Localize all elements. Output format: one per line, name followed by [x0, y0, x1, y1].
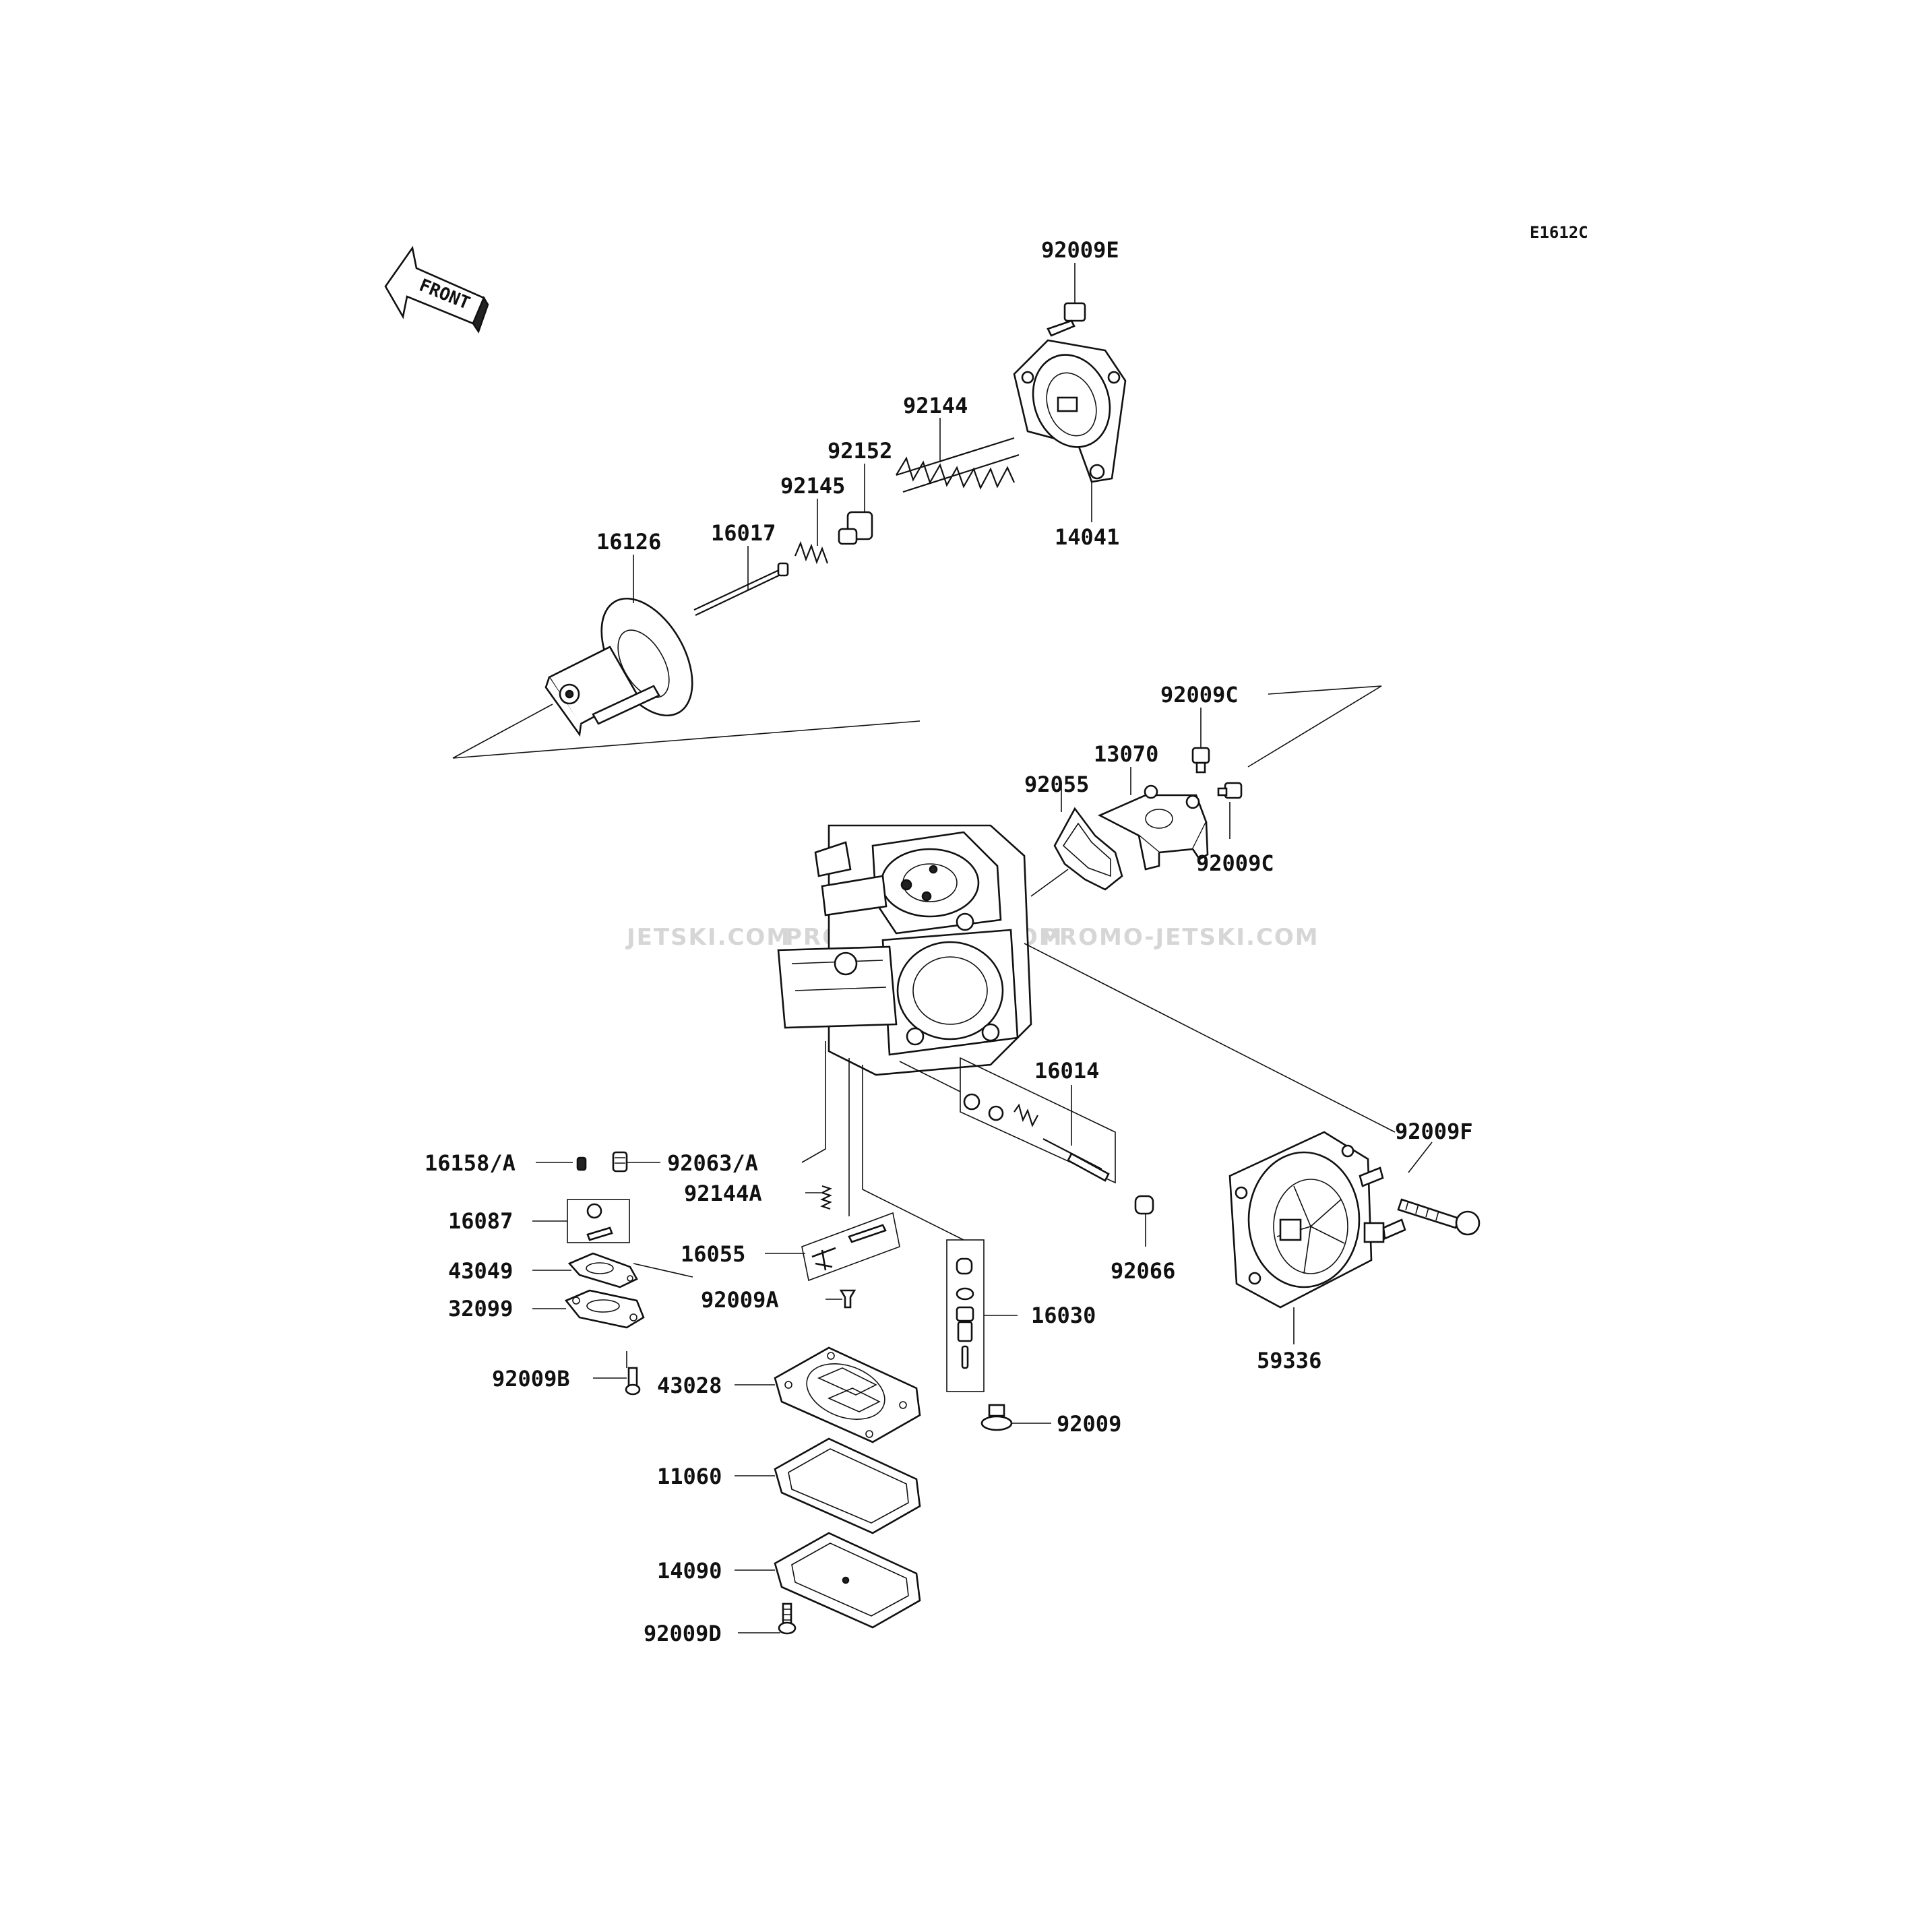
label-92152: 92152 [828, 438, 892, 464]
label-92066: 92066 [1111, 1258, 1175, 1284]
label-92009D: 92009D [644, 1621, 722, 1646]
cover-14090-part [774, 1532, 921, 1629]
label-92145: 92145 [780, 473, 845, 499]
carburetor-body-part [777, 824, 1032, 1076]
label-16126: 16126 [596, 529, 661, 555]
label-92009: 92009 [1057, 1411, 1121, 1437]
spring-92144a-part [820, 1185, 832, 1210]
watermark-1: JETSKI.COM [625, 924, 790, 951]
label-92063A: 92063/A [667, 1150, 758, 1176]
screw-92009d-part [778, 1602, 797, 1635]
spring-92144-part [896, 437, 1020, 493]
bolt-92009f-part [1397, 1198, 1481, 1236]
label-16087: 16087 [448, 1208, 513, 1234]
fuel-pump-59336-part [1228, 1131, 1406, 1309]
plug-92066-part [1134, 1195, 1154, 1215]
jet-16158a-part [576, 1156, 587, 1171]
watermark-3: PROMO-JETSKI.COM [1041, 924, 1319, 951]
label-13070: 13070 [1094, 741, 1158, 767]
screw-92009-part [980, 1404, 1013, 1431]
cap-92152-part [838, 511, 873, 545]
plate-43028-part [774, 1346, 921, 1443]
screw-92009c-upper-part [1191, 747, 1210, 774]
label-92009C-lower: 92009C [1196, 850, 1274, 876]
float-valve-16030-part [946, 1239, 985, 1392]
label-32099: 32099 [448, 1296, 513, 1321]
leader-lines [532, 263, 1433, 1633]
label-92055: 92055 [1024, 772, 1089, 797]
label-14090: 14090 [657, 1558, 722, 1584]
cover-14041-part [1013, 339, 1127, 483]
jet-92063a-part [612, 1151, 628, 1173]
spring-92145-part [794, 540, 829, 565]
label-16030: 16030 [1031, 1303, 1096, 1328]
label-92009B: 92009B [492, 1366, 570, 1392]
bracket-13070-part [1097, 784, 1209, 871]
plate-32099-part [564, 1289, 645, 1329]
screw-92009c-lower-part [1217, 782, 1243, 799]
label-16055: 16055 [681, 1241, 745, 1267]
needle-valve-16087-part [567, 1199, 630, 1243]
diaphragm-16126-part [544, 597, 693, 737]
pilot-screw-16014-part [960, 1057, 1116, 1184]
diagram-code: E1612C [1530, 223, 1588, 242]
label-16014: 16014 [1034, 1058, 1099, 1084]
float-pin-16055-part [801, 1212, 900, 1282]
label-16158A: 16158/A [425, 1150, 516, 1176]
label-59336: 59336 [1257, 1348, 1321, 1373]
screw-92009a-part [839, 1289, 856, 1309]
screw-92009b-part [625, 1367, 641, 1396]
label-43049: 43049 [448, 1258, 513, 1284]
label-92009C-upper: 92009C [1160, 682, 1239, 708]
needle-16017-part [693, 562, 789, 616]
front-arrow-icon: FRONT [384, 245, 489, 334]
gasket-11060-part [774, 1437, 921, 1534]
label-14041: 14041 [1055, 524, 1119, 550]
gasket-92055-part [1053, 807, 1123, 891]
label-16017: 16017 [711, 520, 776, 546]
label-43028: 43028 [657, 1373, 722, 1398]
label-92009F: 92009F [1395, 1119, 1473, 1144]
label-92144: 92144 [903, 393, 968, 418]
gasket-43049-part [567, 1252, 638, 1288]
label-92009E: 92009E [1041, 237, 1119, 263]
bolt-92009e-part [1047, 302, 1086, 337]
label-92009A: 92009A [701, 1287, 779, 1313]
label-92144A: 92144A [684, 1181, 762, 1206]
label-11060: 11060 [657, 1464, 722, 1489]
